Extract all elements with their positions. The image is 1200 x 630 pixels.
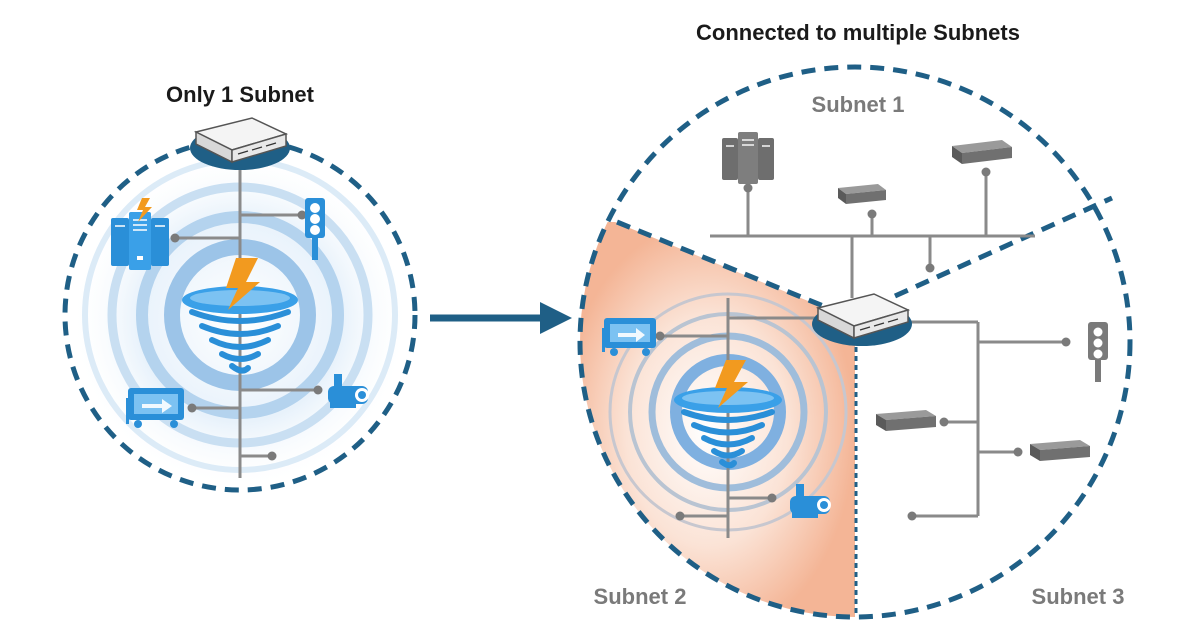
subnet-2-region <box>580 222 855 617</box>
display-board-icon <box>602 318 656 356</box>
gray-device-icon <box>876 410 936 431</box>
server-gray-icon <box>722 132 774 184</box>
server-icon <box>111 212 169 270</box>
single-subnet-diagram: Only 1 Subnet <box>62 82 418 493</box>
multi-subnet-diagram: Connected to multiple Subnets <box>577 20 1133 620</box>
wire-endpoints <box>170 210 323 461</box>
camera-icon <box>790 484 831 518</box>
subnet-1-endpoints <box>743 167 991 273</box>
bolt-small-icon <box>137 198 152 222</box>
router-icon <box>812 293 912 346</box>
left-title: Only 1 Subnet <box>166 82 315 107</box>
camera-icon <box>328 374 369 408</box>
broadcast-storm-icon <box>182 258 298 374</box>
subnet-3-endpoints <box>907 337 1071 521</box>
subnet-1-label: Subnet 1 <box>812 92 905 117</box>
subnet-2-endpoints <box>655 331 777 521</box>
subnet-3-label: Subnet 3 <box>1032 584 1125 609</box>
display-board-icon <box>126 388 184 428</box>
subnet-2-label: Subnet 2 <box>594 584 687 609</box>
network-switch <box>190 117 290 170</box>
router-boundary <box>577 64 1133 620</box>
subnet-boundary <box>62 137 418 493</box>
transition-arrow <box>430 302 572 334</box>
broadcast-storm-icon <box>674 360 782 469</box>
gray-device-icon <box>838 184 886 204</box>
right-title: Connected to multiple Subnets <box>696 20 1020 45</box>
gray-device-icon <box>1030 440 1090 461</box>
traffic-light-icon <box>305 198 325 260</box>
subnet-1-wires <box>710 172 1035 298</box>
subnet-dividers <box>616 195 1114 617</box>
traffic-light-gray-icon <box>1088 322 1108 382</box>
gray-device-icon <box>952 140 1012 164</box>
